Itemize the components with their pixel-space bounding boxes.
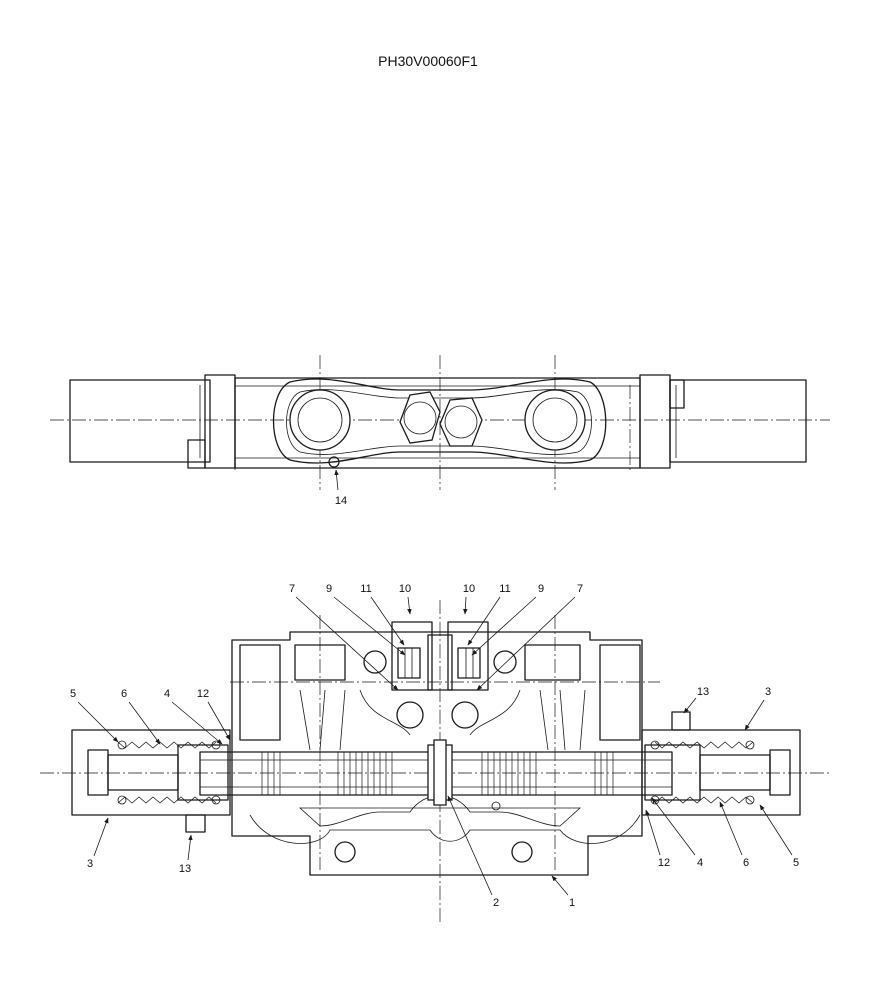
section-view — [40, 600, 830, 925]
document-code: PH30V00060F1 — [378, 53, 478, 69]
callout-1: 1 — [569, 897, 575, 909]
callout-7-left: 7 — [289, 583, 295, 595]
callout-13-right: 13 — [697, 686, 709, 698]
callout-3-left: 3 — [87, 858, 93, 870]
callout-13-left: 13 — [179, 863, 191, 875]
callout-6-right: 6 — [743, 857, 749, 869]
callout-2: 2 — [493, 897, 499, 909]
callout-5-left: 5 — [70, 688, 76, 700]
callout-4-right: 4 — [697, 857, 703, 869]
callout-12-left: 12 — [197, 688, 209, 700]
top-view — [50, 355, 830, 490]
callout-3-right: 3 — [765, 686, 771, 698]
callout-9-right: 9 — [538, 583, 544, 595]
callout-14: 14 — [335, 495, 347, 507]
callout-11-right: 11 — [499, 583, 510, 595]
callout-11-left: 11 — [360, 583, 371, 595]
callout-6-left: 6 — [121, 688, 127, 700]
callout-10-left: 10 — [399, 583, 411, 595]
callout-5-right: 5 — [793, 857, 799, 869]
callout-9-left: 9 — [326, 583, 332, 595]
callouts: 14 7 9 11 10 10 11 9 7 5 6 4 12 3 13 13 — [70, 469, 799, 909]
callout-10-right: 10 — [463, 583, 475, 595]
callout-12-right: 12 — [658, 857, 670, 869]
callout-7-right: 7 — [577, 583, 583, 595]
callout-4-left: 4 — [164, 688, 170, 700]
